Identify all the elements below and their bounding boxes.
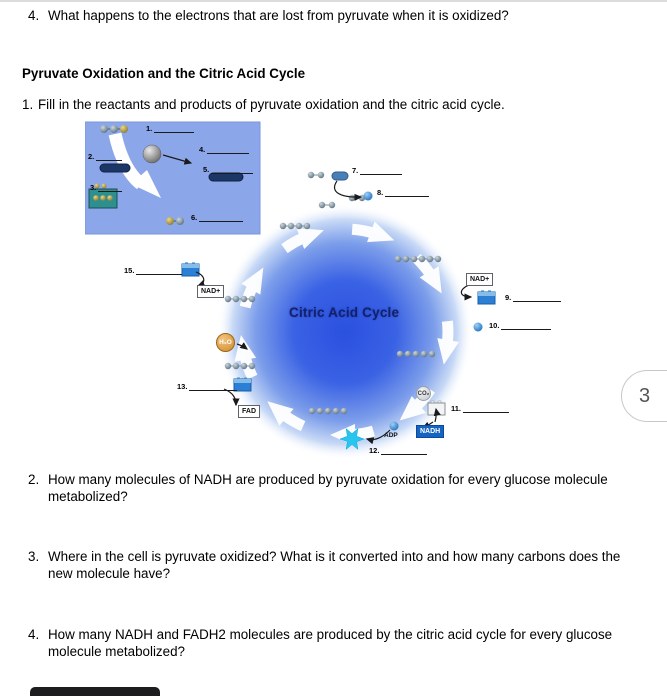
blank-number: 10.: [489, 321, 500, 330]
blank-number: 8.: [377, 188, 384, 197]
h2o-molecule-icon: H₂O: [216, 333, 235, 352]
molecule-sphere-icon-10: [473, 322, 483, 332]
question-3: 3. Where in the cell is pyruvate oxidize…: [28, 549, 636, 582]
question-top-text: What happens to the electrons that are l…: [48, 8, 509, 23]
coenzyme-pill-icon-2: [208, 172, 244, 182]
molecule-pill-icon: [331, 171, 349, 181]
blank-line: [513, 294, 562, 302]
nadh-label: NADH: [416, 425, 445, 438]
adp-sphere-icon: [389, 421, 399, 431]
instruction-number: 1.: [22, 97, 34, 112]
blank-line: [211, 166, 254, 174]
atp-starburst-icon: [339, 427, 365, 451]
blank-number: 9.: [505, 293, 512, 302]
blank-number: 11.: [451, 404, 462, 413]
page-number: 3: [638, 384, 651, 407]
blank-number: 6.: [191, 213, 198, 222]
blank-number: 7.: [352, 166, 359, 175]
instruction-text: Fill in the reactants and products of py…: [38, 97, 505, 112]
blank-number: 2.: [88, 152, 95, 161]
next-page-edge: [30, 687, 160, 696]
blank-number: 5.: [203, 165, 210, 174]
nad-plus-label-right: NAD+: [466, 273, 494, 286]
fad-label: FAD: [238, 405, 260, 418]
question-2: 2. How many molecules of NADH are produc…: [28, 472, 636, 505]
question-3-text: Where in the cell is pyruvate oxidized? …: [48, 549, 621, 581]
question-2-text: How many molecules of NADH are produced …: [48, 472, 608, 504]
question-3-number: 3.: [28, 549, 40, 564]
blank-number: 15.: [124, 266, 135, 275]
blank-line: [207, 146, 250, 154]
blank-number: 1.: [146, 124, 153, 133]
cycle-circle: [217, 204, 473, 460]
coa-box-icon: [88, 183, 118, 209]
pyruvate-molecule-icon: [100, 125, 128, 133]
metabolite-chain-icon: [396, 350, 436, 358]
acetyl-sphere-icon: [142, 144, 162, 164]
question-4-number: 4.: [28, 627, 40, 642]
instruction-item: 1. Fill in the reactants and products of…: [22, 97, 626, 114]
co2-molecule-icon: CO₂: [416, 386, 431, 401]
diagram-blank-11: 11.: [451, 404, 510, 413]
diagram-blank-9: 9.: [505, 293, 562, 302]
metabolite-chain-icon: [224, 362, 256, 370]
blank-line: [199, 214, 244, 222]
page-indicator-tab[interactable]: 3: [621, 370, 667, 422]
diagram-blank-15: 15.: [124, 266, 183, 275]
big-white-arrowhead-icon: [131, 170, 161, 198]
blank-line: [96, 153, 123, 161]
nadh-block-icon: [233, 377, 252, 392]
diagram-blank-4: 4.: [199, 145, 250, 154]
blank-line: [98, 184, 123, 192]
question-4-text: How many NADH and FADH2 molecules are pr…: [48, 627, 613, 659]
question-4: 4. How many NADH and FADH2 molecules are…: [28, 627, 636, 660]
metabolite-chain-icon: [318, 201, 336, 209]
metabolite-chain-icon: [224, 295, 256, 303]
question-top-number: 4.: [28, 8, 40, 23]
cycle-title: Citric Acid Cycle: [289, 305, 400, 320]
blank-line: [385, 189, 430, 197]
nadh-block-icon: [181, 262, 200, 277]
diagram-blank-6: 6.: [191, 213, 244, 222]
blank-line: [154, 125, 195, 133]
nadh-block-icon: [477, 290, 496, 305]
blank-line: [501, 322, 552, 330]
arrow-to-products-icon: [162, 154, 193, 165]
diagram-blank-12: 12.: [369, 446, 428, 455]
citric-acid-cycle-diagram: [85, 121, 496, 460]
blank-line: [360, 167, 403, 175]
acetyl-coa-chain-icon: [166, 217, 184, 225]
metabolite-chain-icon: [279, 222, 311, 230]
blank-number: 12.: [369, 446, 380, 455]
coenzyme-pill-icon: [99, 163, 131, 173]
diagram-blank-2: 2.: [88, 152, 123, 161]
nad-plus-label-left: NAD+: [197, 285, 225, 298]
blank-line: [189, 383, 238, 391]
diagram-blank-10: 10.: [489, 321, 552, 330]
blank-line: [136, 267, 183, 275]
blank-number: 3.: [90, 183, 97, 192]
blank-number: 13.: [177, 382, 188, 391]
blank-line: [463, 405, 510, 413]
diagram-blank-5: 5.: [203, 165, 254, 174]
diagram-blank-7: 7.: [352, 166, 403, 175]
question-top: 4. What happens to the electrons that ar…: [28, 8, 636, 25]
question-2-number: 2.: [28, 472, 40, 487]
adp-label: ADP: [384, 432, 398, 439]
metabolite-chain-icon: [307, 171, 325, 179]
diagram-blank-13: 13.: [177, 382, 238, 391]
blank-number: 4.: [199, 145, 206, 154]
blank-line: [381, 447, 428, 455]
section-heading: Pyruvate Oxidation and the Citric Acid C…: [22, 66, 306, 81]
diagram-blank-8: 8.: [377, 188, 430, 197]
metabolite-chain-icon: [348, 194, 366, 202]
pyruvate-oxidation-box: [85, 121, 261, 235]
diagram-blank-3: 3.: [90, 183, 123, 192]
diagram-blank-1: 1.: [146, 124, 195, 133]
metabolite-chain-icon: [308, 407, 348, 415]
metabolite-chain-icon: [394, 255, 442, 263]
molecule-sphere-icon-8: [363, 191, 373, 201]
